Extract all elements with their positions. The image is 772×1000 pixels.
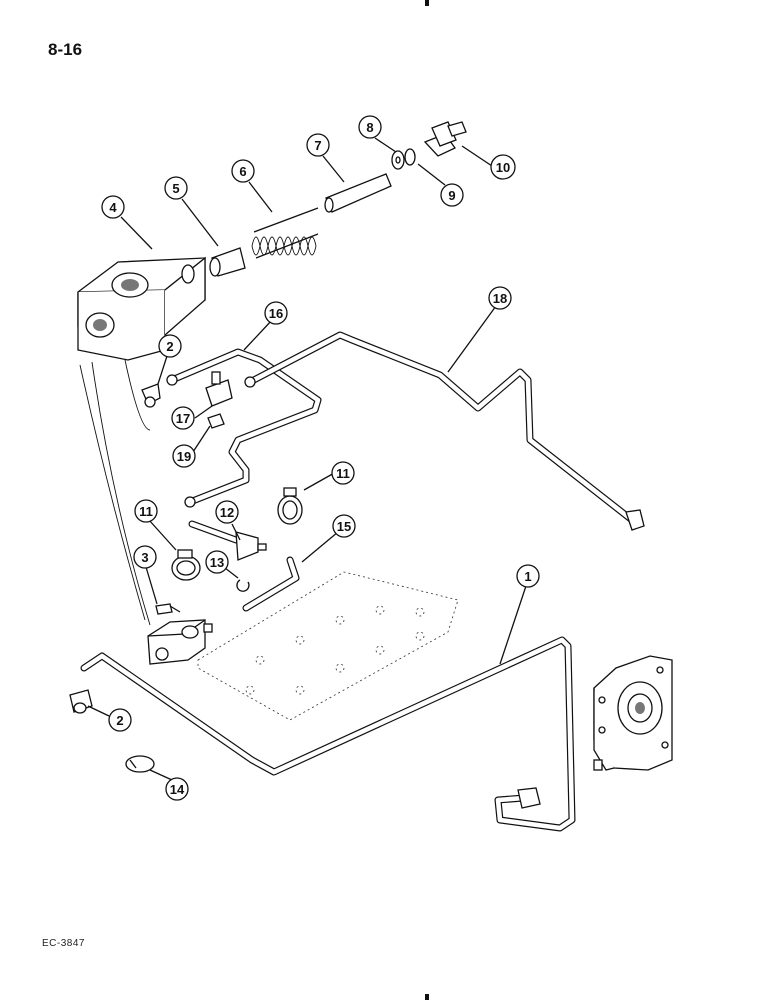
tube-1 [80, 636, 576, 832]
callout-label: 9 [448, 188, 455, 203]
callout-18: 18 [488, 286, 512, 310]
tube-18 [244, 331, 645, 531]
callout-3: 3 [133, 545, 157, 569]
callout-13: 13 [205, 550, 229, 574]
lower-valve-block [147, 619, 213, 665]
callout-label: 6 [239, 164, 246, 179]
callout-1: 1 [516, 564, 540, 588]
callout-label: 16 [269, 306, 283, 321]
callout-19: 19 [172, 444, 196, 468]
callout-10: 10 [490, 154, 516, 180]
tee-fitting [205, 371, 233, 407]
callout-label: 2 [116, 713, 123, 728]
hose-clamp-right [277, 487, 303, 525]
callout-label: 11 [336, 466, 350, 481]
callout-label: 8 [366, 120, 373, 135]
tube-16 [166, 348, 322, 508]
callout-15: 15 [332, 514, 356, 538]
hose-12 [188, 520, 267, 561]
callout-8: 8 [358, 115, 382, 139]
callout-2-lower: 2 [108, 708, 132, 732]
callout-label: 13 [210, 555, 224, 570]
bolt [155, 603, 181, 615]
callout-14: 14 [165, 777, 189, 801]
callout-label: 7 [314, 138, 321, 153]
page-number: 8-16 [48, 40, 83, 59]
callout-5: 5 [164, 176, 188, 200]
callout-9: 9 [440, 183, 464, 207]
callout-4: 4 [101, 195, 125, 219]
plunger [209, 247, 246, 277]
o-ring [404, 148, 416, 166]
pump-housing [593, 655, 673, 771]
leader-lines [87, 137, 527, 781]
figure-code: EC-3847 [42, 938, 85, 949]
rod [324, 173, 392, 213]
callout-label: 17 [176, 411, 190, 426]
callout-label: 1 [524, 569, 531, 584]
callout-16: 16 [264, 301, 288, 325]
inlet-fitting [423, 121, 467, 157]
snap-ring [236, 579, 250, 592]
spring [251, 207, 319, 259]
callout-7: 7 [306, 133, 330, 157]
callout-label: 18 [493, 291, 507, 306]
assembly-line [79, 364, 146, 621]
callout-label: 2 [166, 339, 173, 354]
gasket-plate [197, 571, 459, 721]
callout-17: 17 [171, 406, 195, 430]
callout-11-left: 11 [134, 499, 158, 523]
callouts: 1 2 2 3 4 5 6 7 8 9 10 11 11 12 13 14 15… [101, 115, 540, 801]
hose-clamp-left [171, 549, 201, 581]
valve-body [77, 256, 206, 361]
callout-label: 14 [170, 782, 185, 797]
elbow-fitting-lower [69, 689, 93, 714]
callout-label: 5 [172, 181, 179, 196]
elbow-fitting-upper [141, 383, 161, 408]
assembly-line [91, 361, 151, 626]
callout-11-right: 11 [331, 461, 355, 485]
callout-2-upper: 2 [158, 334, 182, 358]
callout-label: 11 [139, 504, 153, 519]
callout-label: 19 [177, 449, 191, 464]
assembly-line [124, 359, 151, 431]
nut [207, 413, 225, 429]
callout-label: 4 [109, 200, 117, 215]
callout-label: 10 [496, 160, 510, 175]
circlip [125, 755, 155, 773]
callout-6: 6 [231, 159, 255, 183]
callout-12: 12 [215, 500, 239, 524]
callout-label: 15 [337, 519, 351, 534]
callout-label: 3 [141, 550, 148, 565]
hose-15 [242, 556, 300, 612]
washer [391, 150, 405, 170]
callout-label: 12 [220, 505, 234, 520]
